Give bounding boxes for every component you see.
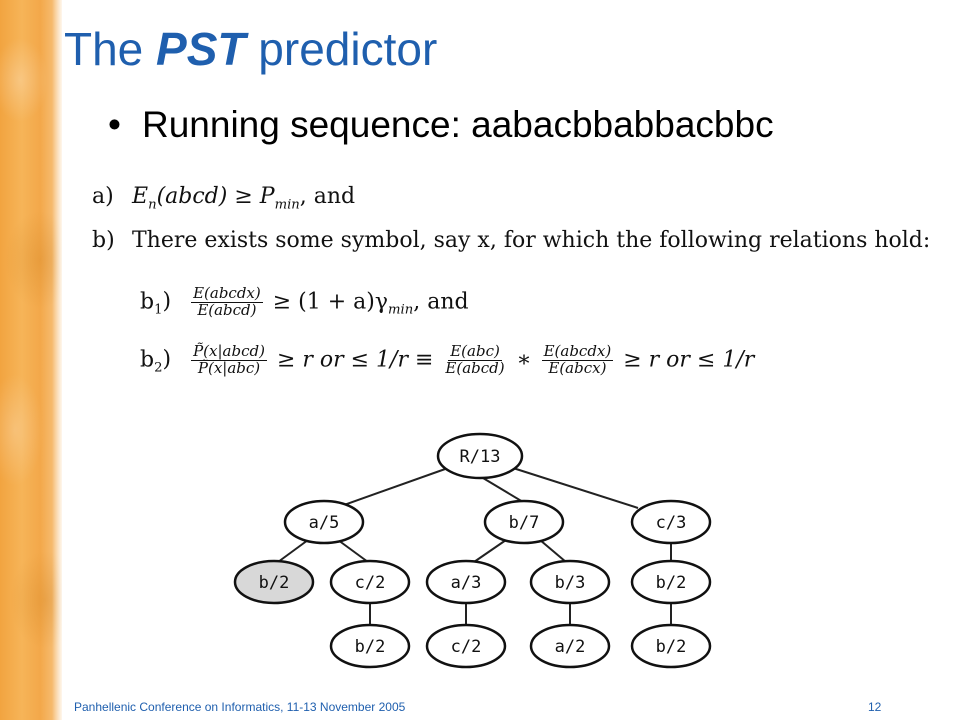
condition-b2-fraction-2: E(abc)E(abcd) <box>443 342 506 377</box>
condition-b2-fraction-3: E(abcdx)E(abcx) <box>541 342 614 377</box>
condition-b2-label: b <box>140 347 155 373</box>
condition-b1-numerator: E(abcdx) <box>191 284 263 303</box>
condition-b1-label: b <box>140 289 155 315</box>
node-ac <box>329 559 411 605</box>
bullet-running-sequence: • Running sequence: aabacbbabbacbbc <box>108 104 774 146</box>
condition-b2-tail: ≥ r or ≤ 1/r <box>623 347 755 373</box>
condition-b1-fraction: E(abcdx)E(abcd) <box>191 284 263 319</box>
edge-b-ba <box>473 539 507 563</box>
footer-conference: Panhellenic Conference on Informatics, 1… <box>74 700 406 714</box>
node-a-label: a/5 <box>309 513 340 533</box>
slide-title: The PST predictor <box>64 22 437 76</box>
node-ab-highlighted <box>233 559 315 605</box>
node-cbb-label: b/2 <box>656 637 687 657</box>
condition-a-sub-min: min <box>274 197 300 213</box>
condition-b: b) There exists some symbol, say x, for w… <box>92 228 930 253</box>
node-b <box>483 499 565 545</box>
condition-a-sub-n: n <box>148 197 157 213</box>
title-prefix: The <box>64 23 157 75</box>
condition-b1-denominator: E(abcd) <box>197 300 257 319</box>
edge-root-c <box>512 467 639 509</box>
node-a <box>283 499 365 545</box>
decorative-sidebar <box>0 0 62 720</box>
node-ba-label: a/3 <box>451 573 482 593</box>
condition-a: a) En(abcd) ≥ Pmin, and <box>92 184 355 212</box>
condition-b-label: b) <box>92 228 115 253</box>
condition-b1-relation: ≥ (1 + a)γ <box>272 289 389 315</box>
pst-tree-diagram: R/13 a/5 b/7 c/3 b/2 c/2 a/3 b/3 b/2 b/2… <box>233 432 712 669</box>
edge-a-ac <box>337 539 369 563</box>
node-acb <box>329 623 411 669</box>
tree-edges <box>277 467 672 624</box>
bullet-dot: • <box>108 104 121 145</box>
condition-b2-middle: ≥ r or ≤ 1/r ≡ <box>276 347 434 373</box>
edge-root-a <box>329 467 449 511</box>
node-cb-label: b/2 <box>656 573 687 593</box>
node-bac <box>425 623 507 669</box>
condition-a-label: a) <box>92 184 114 209</box>
condition-b2: b2) P̃(x|abcd)P̃(x|abc) ≥ r or ≤ 1/r ≡ E… <box>140 342 755 377</box>
node-ac-label: c/2 <box>355 573 386 593</box>
condition-b1-sub-min: min <box>388 302 414 318</box>
condition-b-text: There exists some symbol, say x, for whi… <box>132 228 931 253</box>
edge-a-ab <box>277 539 309 563</box>
condition-b2-star: ∗ <box>516 347 532 373</box>
node-root-label: R/13 <box>460 447 501 467</box>
node-c <box>630 499 712 545</box>
condition-b2-f1-numerator: P̃(x|abcd) <box>191 342 267 361</box>
title-emphasis: PST <box>156 23 246 75</box>
condition-b2-f2-numerator: E(abc) <box>448 342 502 361</box>
node-bac-label: c/2 <box>451 637 482 657</box>
condition-b2-f2-denominator: E(abcd) <box>445 358 505 377</box>
node-b-label: b/7 <box>509 513 540 533</box>
conditions-block: a)En(abcd) ≥ Pmin, and b)There exists so… <box>92 176 952 406</box>
node-c-label: c/3 <box>656 513 687 533</box>
bullet-text: Running sequence: aabacbbabbacbbc <box>142 104 774 145</box>
condition-b1-tail: , and <box>413 289 469 315</box>
node-bb <box>529 559 611 605</box>
node-root <box>436 432 524 480</box>
condition-b1: b1) E(abcdx)E(abcd) ≥ (1 + a)γmin, and <box>140 284 469 319</box>
node-cb <box>630 559 712 605</box>
condition-b1-sub: 1 <box>154 302 163 318</box>
condition-b2-f1-denominator: P̃(x|abc) <box>197 358 261 377</box>
condition-b2-f3-numerator: E(abcdx) <box>541 342 614 361</box>
condition-b2-fraction-1: P̃(x|abcd)P̃(x|abc) <box>191 342 267 377</box>
node-bba <box>529 623 611 669</box>
node-acb-label: b/2 <box>355 637 386 657</box>
condition-a-e: E <box>132 184 149 209</box>
node-cbb <box>630 623 712 669</box>
condition-a-expr: (abcd) ≥ P <box>156 184 275 209</box>
condition-b2-f3-denominator: E(abcx) <box>548 358 607 377</box>
node-ba <box>425 559 507 605</box>
condition-b2-sub: 2 <box>154 360 163 376</box>
node-ab-label: b/2 <box>259 573 290 593</box>
title-suffix: predictor <box>245 23 438 75</box>
edge-b-bb <box>539 539 567 563</box>
edge-root-b <box>482 477 524 503</box>
node-bb-label: b/3 <box>555 573 586 593</box>
node-bba-label: a/2 <box>555 637 586 657</box>
footer-page-number: 12 <box>868 700 882 714</box>
condition-a-tail: , and <box>299 184 356 209</box>
